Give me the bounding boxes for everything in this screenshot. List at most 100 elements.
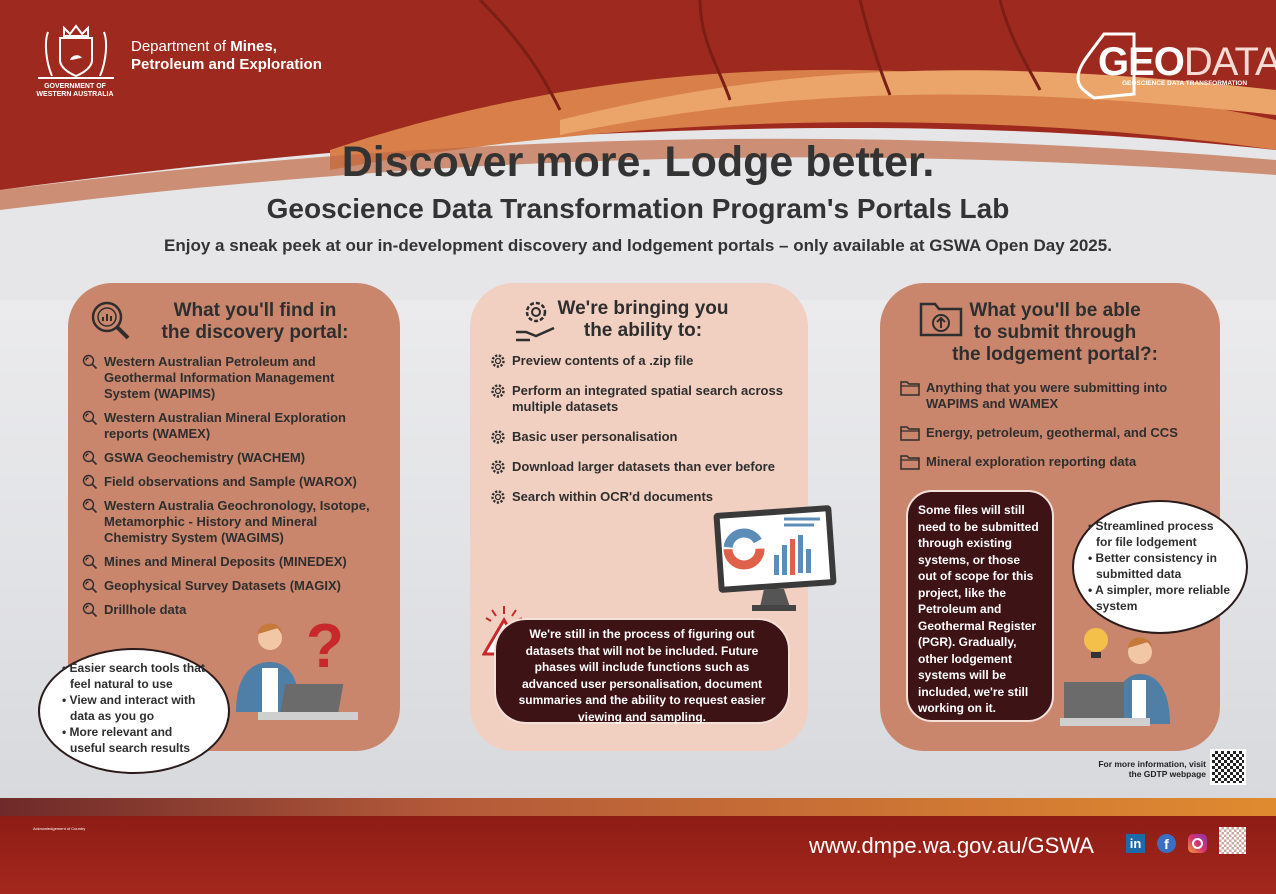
lodgement-list-item: Anything that you were submitting into W… [900, 380, 1200, 412]
discovery-list-item: Western Australia Geochronology, Isotope… [82, 498, 382, 546]
ability-list-item-label: Download larger datasets than ever befor… [512, 459, 775, 474]
lodgement-list-item: Mineral exploration reporting data [900, 454, 1200, 470]
benefit-item: • Easier search tools that feel natural … [62, 661, 205, 691]
woman-lightbulb-illustration [1060, 628, 1170, 726]
folder-icon [900, 380, 920, 396]
ability-list-item: Search within OCR'd documents [490, 489, 800, 505]
discovery-list-item: Drillhole data [82, 602, 382, 618]
folder-upload-icon [919, 302, 963, 337]
gear-icon [490, 459, 506, 475]
ability-list-item: Perform an integrated spatial search acr… [490, 383, 800, 415]
ability-list-item: Download larger datasets than ever befor… [490, 459, 800, 475]
search-icon [82, 410, 98, 426]
abilities-heading-line1: We're bringing you [557, 298, 729, 319]
geodata-data: DATA [1183, 40, 1276, 84]
discovery-list-item: Western Australian Petroleum and Geother… [82, 354, 382, 402]
gear-icon [490, 383, 506, 399]
gear-icon [490, 489, 506, 505]
footer-url-link[interactable]: www.dmpe.wa.gov.au/GSWA [809, 833, 1094, 858]
geodata-geo: GEO [1098, 40, 1185, 84]
benefit-item: • More relevant and useful search result… [62, 725, 191, 755]
search-icon [82, 450, 98, 466]
ability-list-item-label: Perform an integrated spatial search acr… [512, 383, 783, 414]
wa-map-outline-icon [1076, 32, 1136, 100]
search-icon [82, 474, 98, 490]
lodgement-note-box: Some files will still need to be submitt… [906, 490, 1054, 722]
folder-icon [900, 425, 920, 441]
ability-list-item: Basic user personalisation [490, 429, 800, 445]
gear-hand-icon [516, 301, 555, 342]
facebook-icon[interactable]: f [1157, 834, 1176, 853]
header-background [0, 0, 1276, 300]
lodgement-list-item-label: Energy, petroleum, geothermal, and CCS [926, 425, 1178, 440]
discovery-list-item-label: Field observations and Sample (WAROX) [104, 474, 357, 489]
search-icon [82, 354, 98, 370]
more-info-line1: For more information, visit [1098, 759, 1206, 769]
svg-text:?: ? [306, 612, 344, 681]
ability-list-item-label: Preview contents of a .zip file [512, 353, 694, 368]
lodgement-heading-line1: What you'll be able [969, 300, 1141, 321]
monitor-chart-illustration [713, 505, 837, 611]
abilities-heading-line2: the ability to: [583, 320, 703, 341]
woman-thinking-illustration: ? [236, 612, 358, 720]
search-icon [82, 578, 98, 594]
discovery-list-item: Field observations and Sample (WAROX) [82, 474, 382, 490]
lodgement-list-item-label: Anything that you were submitting into W… [926, 380, 1168, 411]
government-label: GOVERNMENT OF WESTERN AUSTRALIA [36, 83, 114, 98]
discovery-list-item-label: Drillhole data [104, 602, 187, 617]
magnifier-chart-icon [91, 301, 130, 340]
benefit-item: • Streamlined process for file lodgement [1088, 519, 1214, 549]
footer [0, 816, 1276, 894]
more-info-line2: the GDTP webpage [1128, 769, 1206, 779]
lodgement-heading-line3: the lodgement portal?: [952, 344, 1158, 365]
discovery-list-item-label: Western Australian Petroleum and Geother… [104, 354, 335, 401]
folder-icon [900, 454, 920, 470]
discovery-benefits-bubble: • Easier search tools that feel natural … [38, 648, 230, 774]
page-title: Discover more. Lodge better. [341, 138, 935, 186]
page-subtitle: Geoscience Data Transformation Program's… [266, 193, 1010, 224]
discovery-list-item-label: Western Australian Mineral Exploration r… [104, 410, 346, 441]
discovery-heading-line2: the discovery portal: [161, 322, 349, 343]
gdtp-qr-code[interactable] [1210, 749, 1246, 785]
benefit-item: • View and interact with data as you go [62, 693, 196, 723]
search-icon [82, 498, 98, 514]
search-icon [82, 554, 98, 570]
discovery-list-item: Geophysical Survey Datasets (MAGIX) [82, 578, 382, 594]
geodata-logo: GEODATA [1098, 42, 1276, 82]
gear-icon [490, 353, 506, 369]
discovery-list-item-label: Western Australia Geochronology, Isotope… [104, 498, 370, 545]
ability-list-item-label: Search within OCR'd documents [512, 489, 714, 504]
department-bold: Mines, [230, 38, 277, 55]
benefit-item: • A simpler, more reliable system [1088, 583, 1231, 613]
lodgement-list-item-label: Mineral exploration reporting data [926, 454, 1137, 469]
discovery-list-item-label: Geophysical Survey Datasets (MAGIX) [104, 578, 341, 593]
benefit-item: • Better consistency in submitted data [1088, 551, 1217, 581]
warning-box: We're still in the process of figuring o… [494, 618, 790, 724]
discovery-heading-line1: What you'll find in [173, 300, 337, 321]
linkedin-icon[interactable]: in [1126, 834, 1145, 853]
discovery-list-item-label: GSWA Geochemistry (WACHEM) [104, 450, 306, 465]
footer-stripe [0, 798, 1276, 816]
discovery-list: Western Australian Petroleum and Geother… [82, 354, 382, 626]
footer-qr-code[interactable] [1219, 827, 1246, 854]
acknowledgement-of-country: Acknowledgement of Country [33, 826, 86, 831]
discovery-list-item: Mines and Mineral Deposits (MINEDEX) [82, 554, 382, 570]
lodgement-list-item: Energy, petroleum, geothermal, and CCS [900, 425, 1200, 441]
discovery-list-item-label: Mines and Mineral Deposits (MINEDEX) [104, 554, 347, 569]
lodgement-heading-line2: to submit through [973, 322, 1137, 343]
discovery-list-item: GSWA Geochemistry (WACHEM) [82, 450, 382, 466]
geodata-subtitle: GEOSCIENCE DATA TRANSFORMATION [1122, 80, 1248, 87]
wa-coat-of-arms-logo [38, 24, 114, 79]
lodgement-list: Anything that you were submitting into W… [900, 380, 1200, 483]
tagline: Enjoy a sneak peek at our in-development… [164, 236, 1112, 255]
department-line2: Petroleum and Exploration [131, 56, 322, 73]
instagram-icon[interactable] [1188, 834, 1207, 853]
department-prefix: Department of [131, 38, 231, 55]
lodgement-benefits-bubble: • Streamlined process for file lodgement… [1072, 500, 1248, 634]
gear-icon [490, 429, 506, 445]
